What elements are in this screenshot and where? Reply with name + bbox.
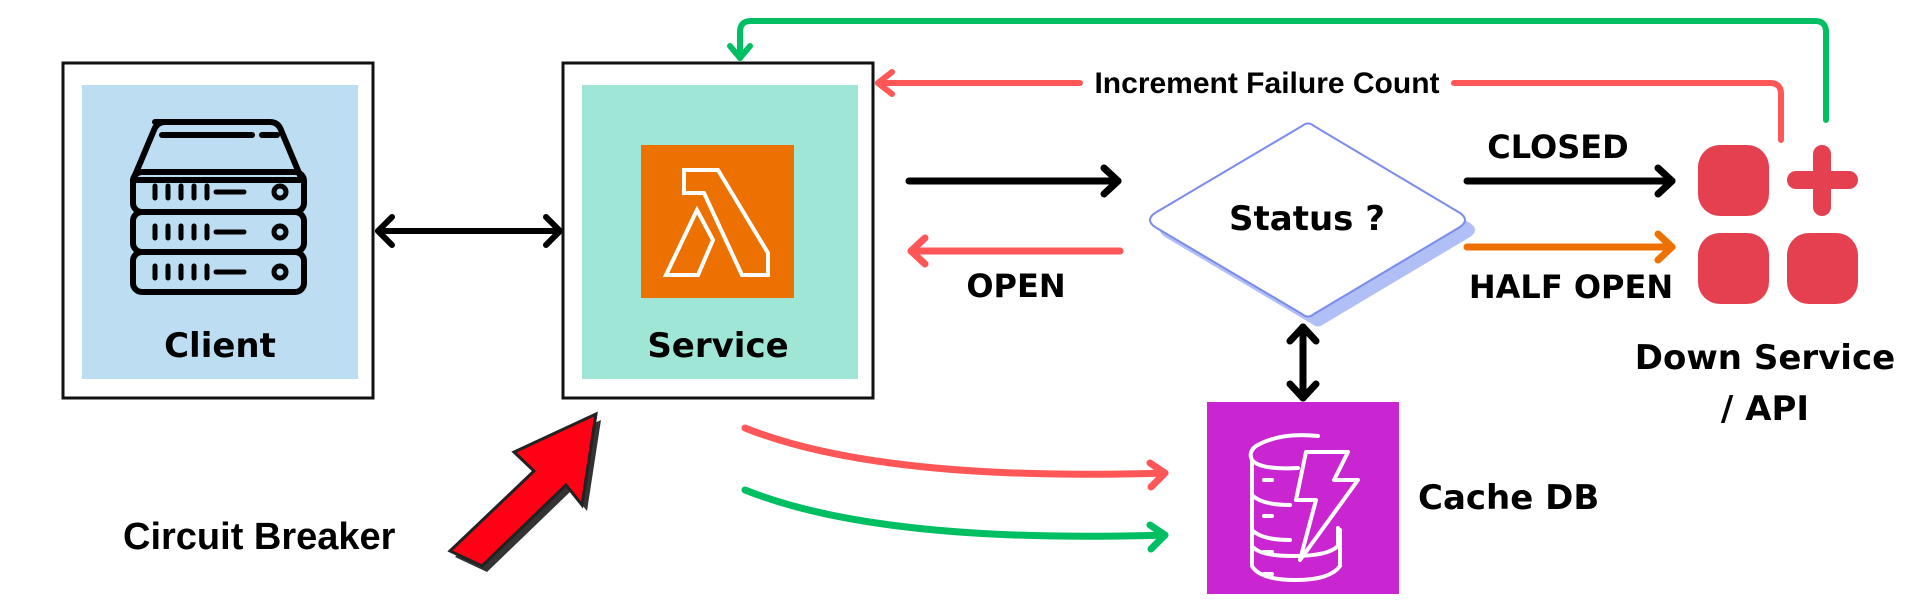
aws-lambda-icon xyxy=(641,145,794,298)
server-stack-icon xyxy=(130,119,307,295)
open-label: OPEN xyxy=(966,267,1065,305)
half-open-arrow xyxy=(1463,230,1676,264)
service-node[interactable]: Service xyxy=(561,61,875,400)
status-decision[interactable]: Status ? xyxy=(1149,122,1475,327)
success-to-cache-arrow xyxy=(741,486,1169,553)
success-return-arrow xyxy=(727,18,1829,123)
closed-arrow xyxy=(1463,164,1676,198)
circuit-breaker-label: Circuit Breaker xyxy=(123,516,396,558)
dynamodb-icon xyxy=(1248,433,1360,582)
client-label: Client xyxy=(164,326,276,366)
status-label: Status ? xyxy=(1229,199,1385,239)
status-cache-arrow xyxy=(1286,323,1320,402)
increment-failure-label: Increment Failure Count xyxy=(1094,67,1439,100)
cache-db-label: Cache DB xyxy=(1418,478,1599,518)
increment-failure-arrow xyxy=(875,69,1784,143)
open-arrow xyxy=(907,234,1124,268)
cache-db-node[interactable]: Cache DB xyxy=(1207,402,1599,594)
closed-label: CLOSED xyxy=(1487,128,1628,166)
apps-add-icon xyxy=(1698,145,1858,304)
down-service-label-line1: Down Service xyxy=(1635,338,1895,378)
client-node[interactable]: Client xyxy=(61,61,375,400)
half-open-label: HALF OPEN xyxy=(1469,268,1673,306)
service-to-status-arrow xyxy=(905,164,1122,198)
failure-to-cache-arrow xyxy=(741,424,1169,491)
client-service-arrow xyxy=(375,214,563,248)
down-service-node[interactable]: Down Service / API xyxy=(1635,145,1895,429)
circuit-breaker-pointer xyxy=(447,411,601,572)
down-service-label-line2: / API xyxy=(1721,389,1809,429)
status-diamond xyxy=(1149,122,1466,318)
service-label: Service xyxy=(647,326,788,366)
